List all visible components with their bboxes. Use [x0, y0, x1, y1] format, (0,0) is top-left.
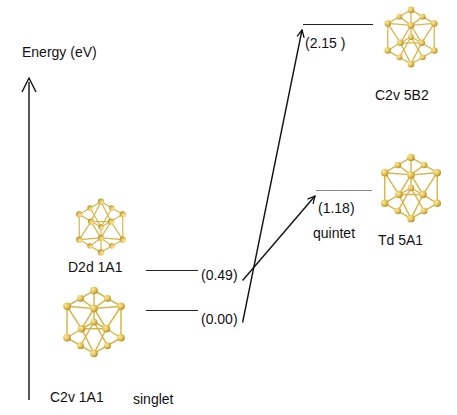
energy-level: (0.49)D2d 1A1	[146, 270, 240, 283]
state-label: C2v 1A1	[50, 390, 104, 405]
energy-axis	[28, 82, 29, 400]
spin-label: singlet	[133, 392, 173, 407]
energy-value: (2.15 )	[305, 36, 345, 51]
energy-value: (1.18)	[318, 201, 355, 216]
energy-value: (0.49)	[201, 268, 238, 283]
axis-arrowhead	[22, 78, 36, 92]
energy-level: (2.15 )C2v 5B2	[303, 24, 373, 51]
state-label: D2d 1A1	[68, 260, 122, 275]
td-cluster	[381, 154, 441, 223]
energy-level: (1.18)Td 5A1	[316, 190, 372, 216]
state-label: Td 5A1	[378, 233, 423, 248]
energy-value: (0.00)	[201, 312, 238, 327]
level-bar	[146, 310, 198, 311]
transition-arrow	[243, 196, 315, 281]
c2v-singlet-cluster	[63, 287, 125, 358]
level-bar	[316, 190, 372, 191]
c2v-quintet-cluster	[384, 7, 437, 68]
level-bar	[146, 270, 198, 271]
level-bar	[303, 24, 373, 25]
state-label: C2v 5B2	[375, 88, 429, 103]
d2d-cluster	[76, 199, 126, 256]
energy-level: (0.00)C2v 1A1	[146, 310, 240, 327]
transition-arrow	[243, 30, 302, 323]
spin-label: quintet	[313, 226, 355, 241]
axis-title: Energy (eV)	[22, 45, 97, 60]
